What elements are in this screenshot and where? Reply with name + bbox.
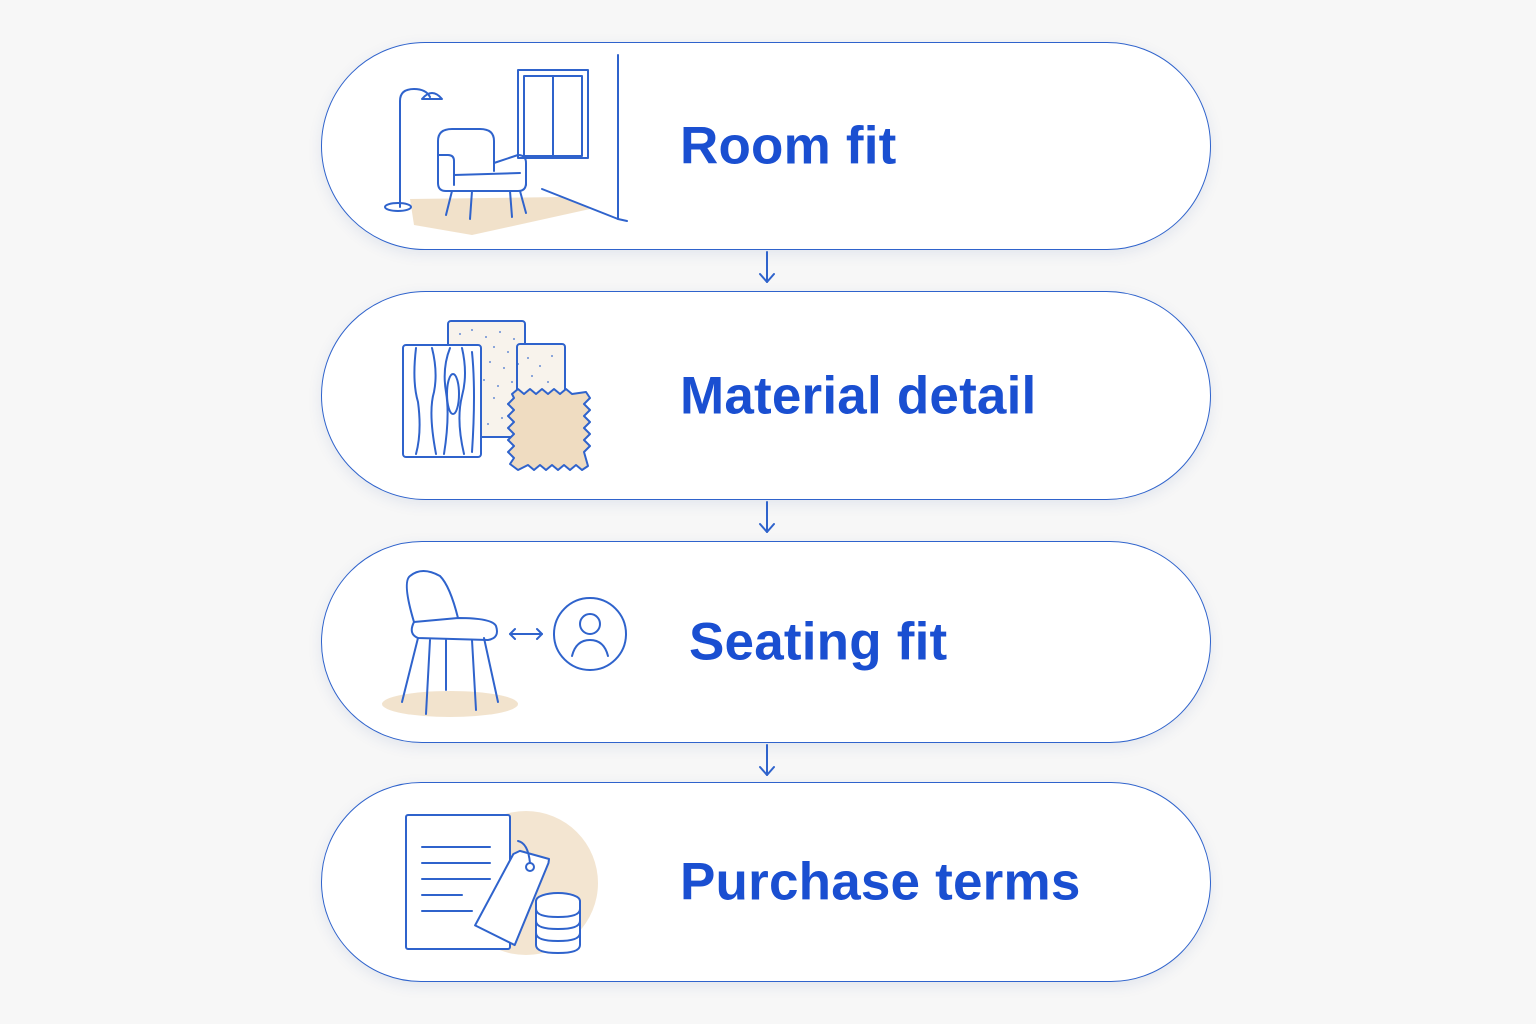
arrow-down-icon — [759, 744, 775, 776]
step-label: Room fit — [680, 116, 897, 176]
material-swatches-icon — [402, 320, 591, 471]
chair-person-icon — [382, 570, 627, 717]
step-seating-fit: Seating fit — [321, 541, 1211, 743]
step-label: Seating fit — [689, 612, 948, 672]
room-armchair-icon — [384, 54, 628, 235]
step-label: Purchase terms — [680, 852, 1081, 912]
arrow-down-icon — [759, 251, 775, 283]
arrow-down-icon — [759, 501, 775, 533]
step-material-detail: Material detail — [321, 291, 1211, 500]
step-room-fit: Room fit — [321, 42, 1211, 250]
step-label: Material detail — [680, 366, 1037, 425]
document-tag-coins-icon — [405, 811, 598, 955]
step-purchase-terms: Purchase terms — [321, 782, 1211, 982]
